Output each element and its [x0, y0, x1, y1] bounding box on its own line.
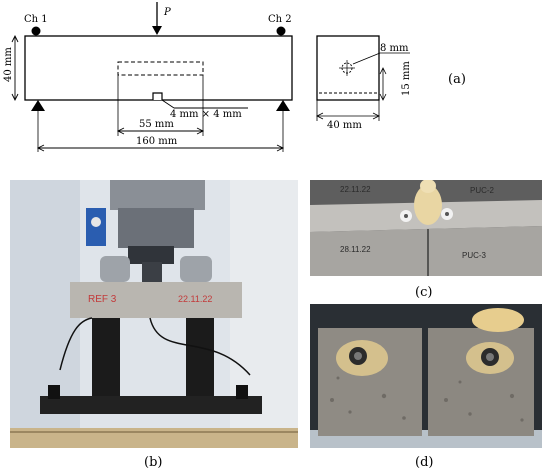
- support-post-left: [92, 318, 120, 398]
- span-dim-label: 160 mm: [136, 136, 178, 147]
- sensor-ch1-label: Ch 1: [24, 14, 48, 25]
- section-hole-label: 8 mm: [380, 43, 409, 54]
- section-outline: [316, 35, 380, 101]
- beam-schematic: Ch 1 Ch 2 P 40 mm 4 mm × 4 mm 55 mm 160 …: [3, 2, 293, 152]
- notch: [152, 92, 163, 100]
- photo-c: 22.11.22 PUC-2 28.11.22 PUC-3: [310, 180, 542, 276]
- photo-b-beam: [70, 282, 242, 318]
- section-depth-arrow-top: [379, 67, 387, 75]
- section-depth-label: 15 mm: [401, 61, 412, 96]
- foam-blob: [414, 185, 442, 225]
- photo-c-sample-left: PUC-2: [470, 186, 495, 195]
- section-width-arrow-left: [316, 112, 324, 120]
- measurement-zone: [117, 61, 204, 76]
- frame-base: [40, 396, 262, 414]
- zone-dim-arrow-left: [116, 127, 125, 135]
- span-dim-arrow-right: [276, 144, 285, 152]
- zone-dim-label: 55 mm: [139, 119, 174, 130]
- machine-head: [110, 180, 205, 210]
- photo-c-beam: [310, 226, 542, 276]
- notch-leader: [161, 99, 175, 109]
- notch-dim-label: 4 mm × 4 mm: [170, 109, 242, 120]
- support-left: [31, 100, 45, 111]
- panel-label-c: (c): [415, 285, 432, 300]
- section-width-arrow-right: [372, 112, 380, 120]
- cross-section: 8 mm 15 mm 40 mm: [316, 35, 412, 131]
- section-depth-arrow-bottom: [379, 93, 387, 101]
- photo-b-beam-id: REF 3: [88, 294, 117, 305]
- support-post-right: [186, 318, 214, 398]
- photo-d: [310, 304, 542, 448]
- sensor-ch2-dot: [276, 26, 286, 36]
- load-label: P: [163, 7, 171, 18]
- panel-label-b: (b): [144, 455, 162, 470]
- zone-dim-arrow-right: [196, 127, 205, 135]
- photo-c-sample-right: PUC-3: [462, 251, 487, 260]
- section-width-label: 40 mm: [327, 120, 362, 131]
- span-dim-arrow-left: [36, 144, 45, 152]
- section-hole-leader: [352, 52, 381, 65]
- sensor-ch2-label: Ch 2: [268, 14, 292, 25]
- panel-label-d: (d): [415, 455, 433, 470]
- support-right: [276, 100, 290, 111]
- beam-outline: [24, 35, 293, 101]
- height-dim-label: 40 mm: [3, 47, 14, 82]
- load-arrow-head: [152, 26, 162, 35]
- photo-b: REF 3 22.11.22: [10, 180, 298, 448]
- photo-c-left-mark: 22.11.22: [340, 185, 371, 194]
- panel-label-a: (a): [448, 72, 466, 87]
- height-dim-arrow-top: [11, 34, 19, 43]
- foam-overflow: [472, 308, 524, 332]
- sensor-ch1-dot: [31, 26, 41, 36]
- height-dim-arrow-bottom: [11, 93, 19, 102]
- photo-c-sample-mid: 28.11.22: [340, 245, 371, 254]
- photo-b-beam-date: 22.11.22: [178, 294, 212, 304]
- ruler: [10, 428, 298, 448]
